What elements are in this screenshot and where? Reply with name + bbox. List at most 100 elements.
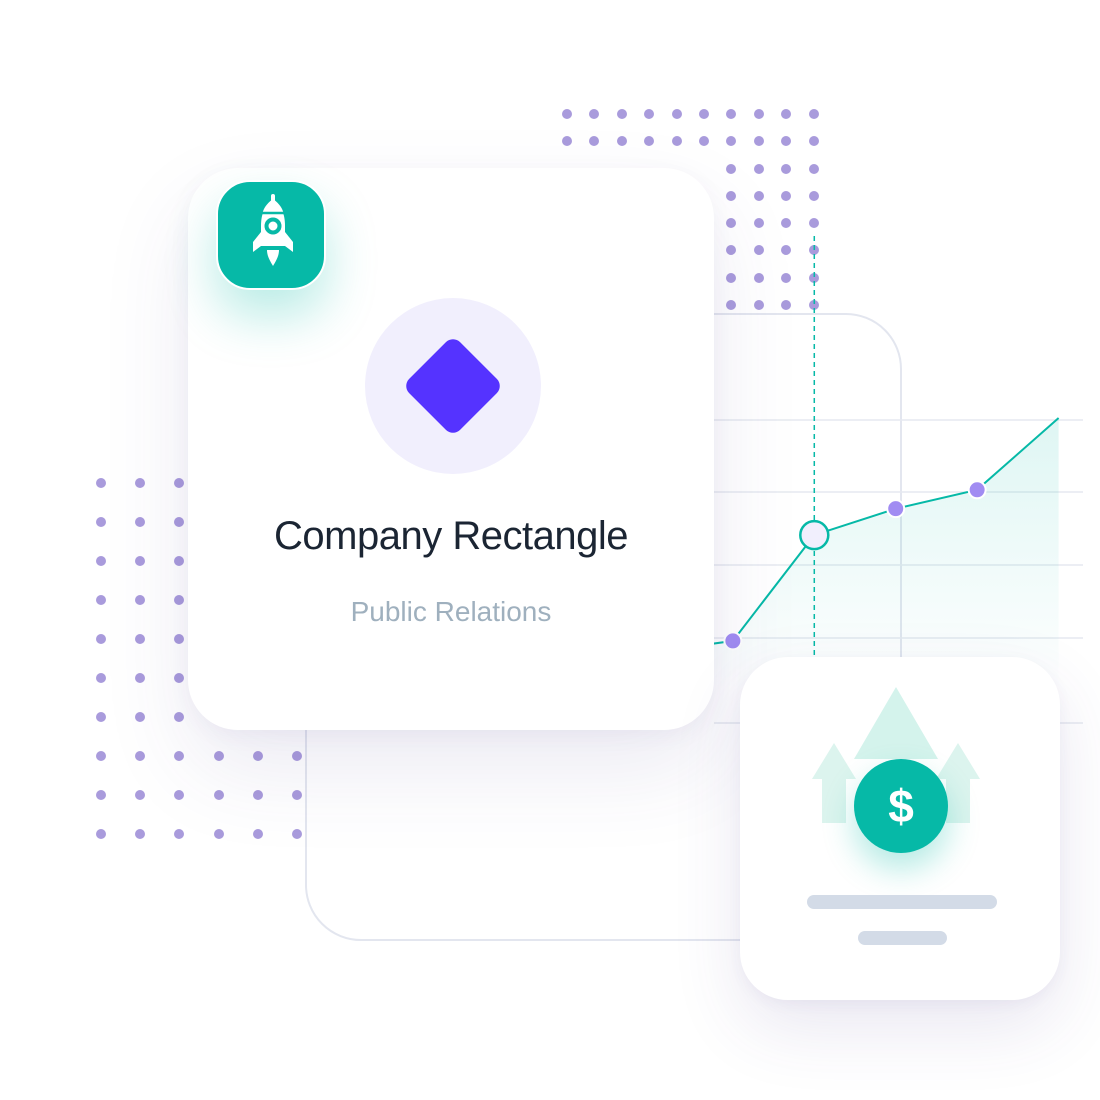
chart-series-line [651,417,1060,654]
pattern-dot [96,595,106,605]
pattern-dot [562,136,572,147]
chart-point [967,480,987,500]
diamond-logo-icon [402,335,504,437]
pattern-dot [96,712,106,722]
pattern-dot [174,556,185,566]
pattern-dot [671,109,682,119]
pattern-dot [135,556,146,566]
dot-pattern-top [562,109,819,311]
pattern-dot [616,136,627,147]
pattern-dot [135,595,146,605]
pattern-dot [808,300,819,311]
pattern-dot [96,517,106,527]
chart-point-highlight [799,519,830,551]
pattern-dot [781,136,792,147]
pattern-dot [808,272,819,283]
pattern-dot [174,595,185,605]
pattern-dot [96,751,106,761]
pattern-dot [781,300,792,311]
pattern-dot [781,163,792,174]
pattern-dot [96,556,106,566]
pattern-dot [174,790,185,800]
pattern-dot [213,829,224,839]
pattern-dot [589,109,600,119]
chart-point [886,499,906,519]
pattern-dot [781,109,792,119]
pattern-dot [213,790,224,800]
pattern-dot [174,634,185,644]
pattern-dot [135,517,146,527]
pattern-dot [616,109,627,119]
pattern-dot [726,300,737,311]
pattern-dot [808,190,819,201]
pattern-dot [135,790,146,800]
pattern-dot [781,245,792,256]
pattern-dot [96,478,106,488]
pattern-dot [291,751,302,761]
pattern-dot [753,245,764,256]
pattern-dot [753,218,764,229]
pattern-dot [753,190,764,201]
pattern-dot [781,190,792,201]
revenue-card[interactable]: $ [740,657,1060,1000]
chart-point [723,631,743,651]
pattern-dot [808,218,819,229]
pattern-dot [726,218,737,229]
pattern-dot [753,163,764,174]
skeleton-line-secondary [858,931,947,945]
pattern-dot [135,829,146,839]
rocket-icon [253,194,293,266]
pattern-dot [726,109,737,119]
pattern-dot [174,673,185,683]
pattern-dot [698,109,709,119]
company-logo [365,298,541,474]
pattern-dot [726,163,737,174]
pattern-dot [562,109,572,119]
company-name: Company Rectangle [274,514,628,558]
pattern-dot [174,712,185,722]
pattern-dot [96,634,106,644]
pattern-dot [135,712,146,722]
pattern-dot [135,751,146,761]
pattern-dot [726,136,737,147]
pattern-dot [644,109,655,119]
pattern-dot [252,790,263,800]
company-sector: Public Relations [350,596,552,627]
pattern-dot [753,109,764,119]
pattern-dot [808,163,819,174]
pattern-dot [135,478,146,488]
pattern-dot [96,829,106,839]
pattern-dot [96,673,106,683]
pattern-dot [781,218,792,229]
pattern-dot [726,245,737,256]
pattern-dot [726,272,737,283]
up-arrows-icon [812,687,980,823]
pattern-dot [589,136,600,147]
pattern-dot [96,790,106,800]
pattern-dot [808,109,819,119]
pattern-dot [174,751,185,761]
pattern-dot [753,272,764,283]
pattern-dot [252,751,263,761]
chart-area-fill [651,418,1059,690]
pattern-dot [135,634,146,644]
pattern-dot [753,300,764,311]
pattern-dot [781,272,792,283]
pattern-dot [291,790,302,800]
pattern-dot [174,517,185,527]
pattern-dot [213,751,224,761]
pattern-dot [808,245,819,256]
dollar-icon: $ [854,759,948,853]
pattern-dot [252,829,263,839]
pattern-dot [291,829,302,839]
pattern-dot [671,136,682,147]
rocket-badge [216,180,326,290]
pattern-dot [174,478,185,488]
pattern-dot [753,136,764,147]
pattern-dot [698,136,709,147]
pattern-dot [174,829,185,839]
skeleton-line-primary [807,895,997,909]
pattern-dot [135,673,146,683]
pattern-dot [808,136,819,147]
pattern-dot [726,190,737,201]
